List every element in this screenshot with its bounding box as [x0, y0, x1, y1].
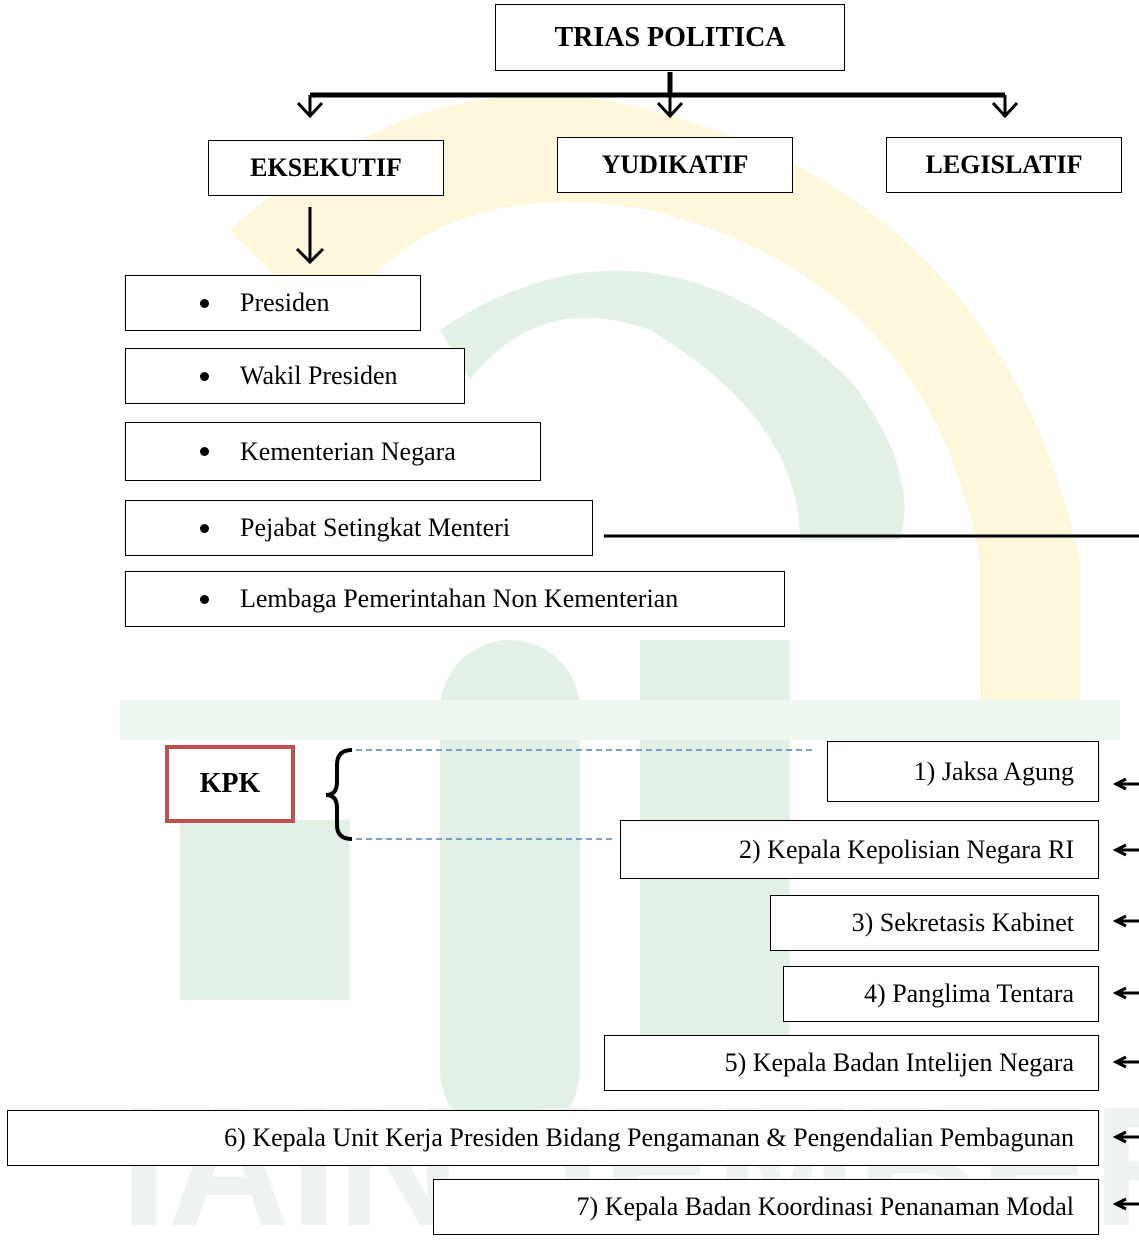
trias-politica-label: TRIAS POLITICA	[554, 21, 786, 53]
executive-item-label: Wakil Presiden	[240, 361, 398, 390]
bullet-icon	[200, 523, 209, 533]
official-item: 1) Jaksa Agung	[827, 741, 1099, 802]
bullet-icon	[200, 298, 209, 308]
official-item: 3) Sekretasis Kabinet	[770, 895, 1099, 951]
branch-label: YUDIKATIF	[601, 150, 749, 179]
official-label: 5) Kepala Badan Intelijen Negara	[724, 1048, 1074, 1077]
official-label: 1) Jaksa Agung	[913, 756, 1074, 786]
official-label: 3) Sekretasis Kabinet	[851, 908, 1074, 937]
executive-item: Pejabat Setingkat Menteri	[125, 500, 593, 556]
official-item: 2) Kepala Kepolisian Negara RI	[620, 820, 1099, 879]
branch-legislatif-box: LEGISLATIF	[886, 137, 1122, 193]
official-label: 4) Panglima Tentara	[864, 979, 1074, 1008]
executive-item-label: Presiden	[240, 288, 330, 317]
official-label: 7) Kepala Badan Koordinasi Penanaman Mod…	[576, 1192, 1074, 1221]
executive-item-label: Pejabat Setingkat Menteri	[240, 513, 511, 542]
official-item: 4) Panglima Tentara	[783, 966, 1099, 1022]
executive-item: Wakil Presiden	[125, 348, 465, 404]
branch-label: LEGISLATIF	[925, 150, 1083, 179]
executive-item-label: Lembaga Pemerintahan Non Kementerian	[240, 584, 679, 613]
official-label: 2) Kepala Kepolisian Negara RI	[739, 834, 1074, 864]
branch-yudikatif-box: YUDIKATIF	[557, 137, 793, 193]
executive-item: Presiden	[125, 275, 421, 331]
official-item: 7) Kepala Badan Koordinasi Penanaman Mod…	[433, 1179, 1099, 1235]
kpk-label: KPK	[199, 768, 261, 799]
branch-eksekutif-box: EKSEKUTIF	[208, 140, 444, 196]
official-item: 5) Kepala Badan Intelijen Negara	[604, 1035, 1099, 1091]
official-label: 6) Kepala Unit Kerja Presiden Bidang Pen…	[224, 1123, 1074, 1152]
kpk-box: KPK	[165, 745, 295, 823]
executive-item: Kementerian Negara	[125, 422, 541, 481]
bullet-icon	[200, 447, 209, 456]
bullet-icon	[200, 594, 209, 604]
bullet-icon	[200, 371, 209, 381]
trias-politica-box: TRIAS POLITICA	[495, 4, 845, 71]
executive-item-label: Kementerian Negara	[240, 436, 456, 466]
branch-label: EKSEKUTIF	[250, 153, 402, 182]
executive-item: Lembaga Pemerintahan Non Kementerian	[125, 571, 785, 627]
official-item: 6) Kepala Unit Kerja Presiden Bidang Pen…	[7, 1110, 1099, 1166]
